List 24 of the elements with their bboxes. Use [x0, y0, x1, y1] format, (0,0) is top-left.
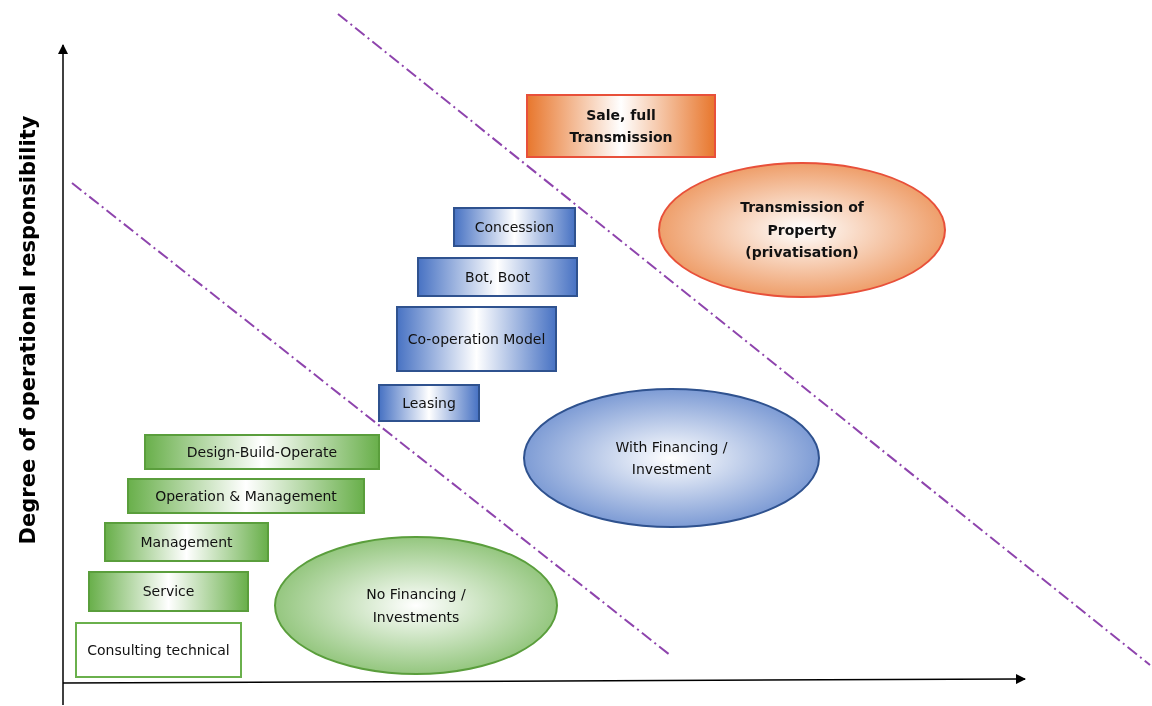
node-text: Leasing [402, 393, 456, 413]
model-box [378, 384, 480, 422]
node-text: Management [140, 532, 233, 552]
node-text: Operation & Management [155, 486, 337, 506]
model-box [75, 622, 242, 678]
model-box [417, 257, 578, 297]
node-text: Co-operation Model [407, 329, 546, 349]
model-box [526, 94, 716, 158]
model-box [396, 306, 557, 372]
model-box [88, 571, 249, 612]
model-box [127, 478, 365, 514]
axis-label: Degree of operational responsibility [16, 115, 40, 545]
node-text: Consulting technical [87, 640, 230, 660]
model-box [453, 207, 576, 247]
node-text: Bot, Boot [465, 267, 530, 287]
node-text: Concession [474, 217, 555, 237]
model-box [104, 522, 269, 562]
node-text: Service [142, 582, 195, 602]
node-text: Sale, full Transmission [568, 105, 674, 147]
node-text: With Financing / Investment [614, 437, 729, 479]
node-text: Design-Build-Operate [186, 442, 338, 462]
node-text: Transmission of Property (privatisation) [739, 198, 865, 263]
node-text: No Financing / Investments [365, 585, 467, 627]
model-box [144, 434, 380, 470]
